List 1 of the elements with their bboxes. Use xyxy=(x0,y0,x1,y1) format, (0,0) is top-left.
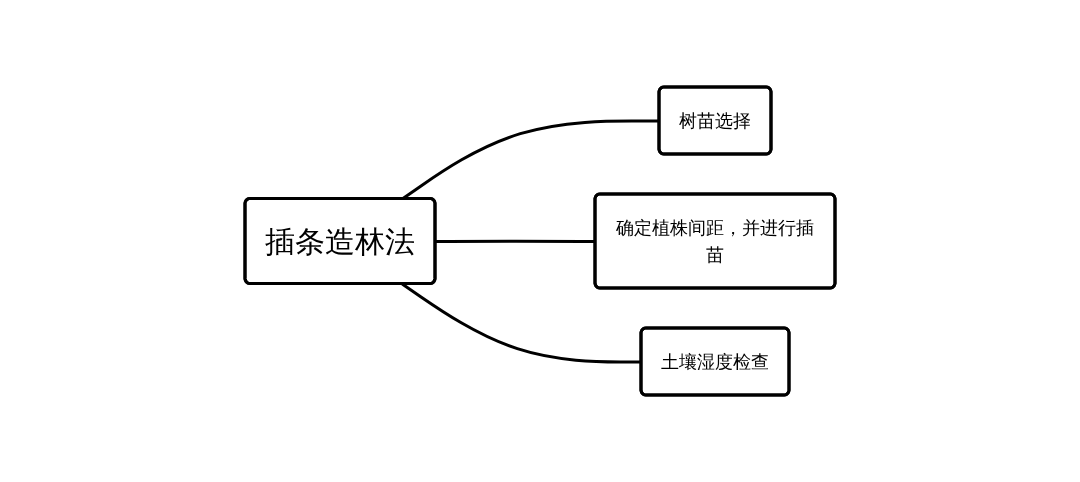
connector xyxy=(435,239,596,243)
